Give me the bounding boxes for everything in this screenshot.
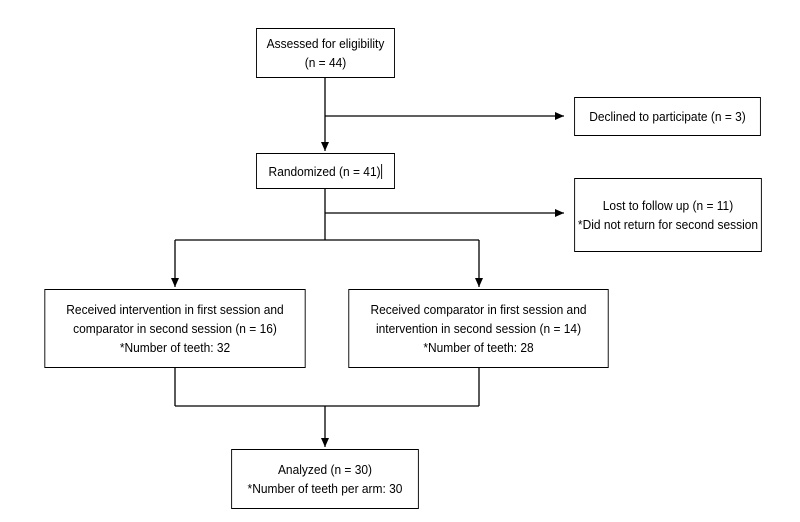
analyzed-line-1: Analyzed (n = 30) bbox=[277, 462, 373, 477]
box-declined: Declined to participate (n = 3) bbox=[574, 97, 761, 136]
box-assessed-eligibility: Assessed for eligibility (n = 44) bbox=[256, 28, 395, 78]
arm2-line-1: Received comparator in first session and bbox=[370, 302, 587, 317]
arm1-line-1: Received intervention in first session a… bbox=[66, 302, 284, 317]
box-arm-intervention-first: Received intervention in first session a… bbox=[44, 289, 306, 368]
assessed-line-1: Assessed for eligibility bbox=[266, 36, 385, 51]
box-arm-comparator-first: Received comparator in first session and… bbox=[348, 289, 609, 368]
arm1-line-2: comparator in second session (n = 16) bbox=[73, 321, 277, 336]
arm1-line-3: *Number of teeth: 32 bbox=[119, 340, 231, 355]
arm2-line-3: *Number of teeth: 28 bbox=[423, 340, 534, 355]
box-randomized: Randomized (n = 41) bbox=[256, 153, 395, 189]
lost-line-1: Lost to follow up (n = 11) bbox=[602, 198, 734, 213]
box-analyzed: Analyzed (n = 30) *Number of teeth per a… bbox=[231, 449, 419, 509]
assessed-line-2: (n = 44) bbox=[304, 55, 347, 70]
lost-line-2: *Did not return for second session bbox=[577, 217, 759, 232]
analyzed-line-2: *Number of teeth per arm: 30 bbox=[247, 481, 403, 496]
box-lost-follow-up: Lost to follow up (n = 11) *Did not retu… bbox=[574, 178, 762, 252]
declined-line-1: Declined to participate (n = 3) bbox=[589, 109, 746, 124]
arm2-line-2: intervention in second session (n = 14) bbox=[375, 321, 582, 336]
randomized-line-1: Randomized (n = 41) bbox=[268, 163, 381, 179]
text-cursor-icon bbox=[381, 163, 383, 179]
